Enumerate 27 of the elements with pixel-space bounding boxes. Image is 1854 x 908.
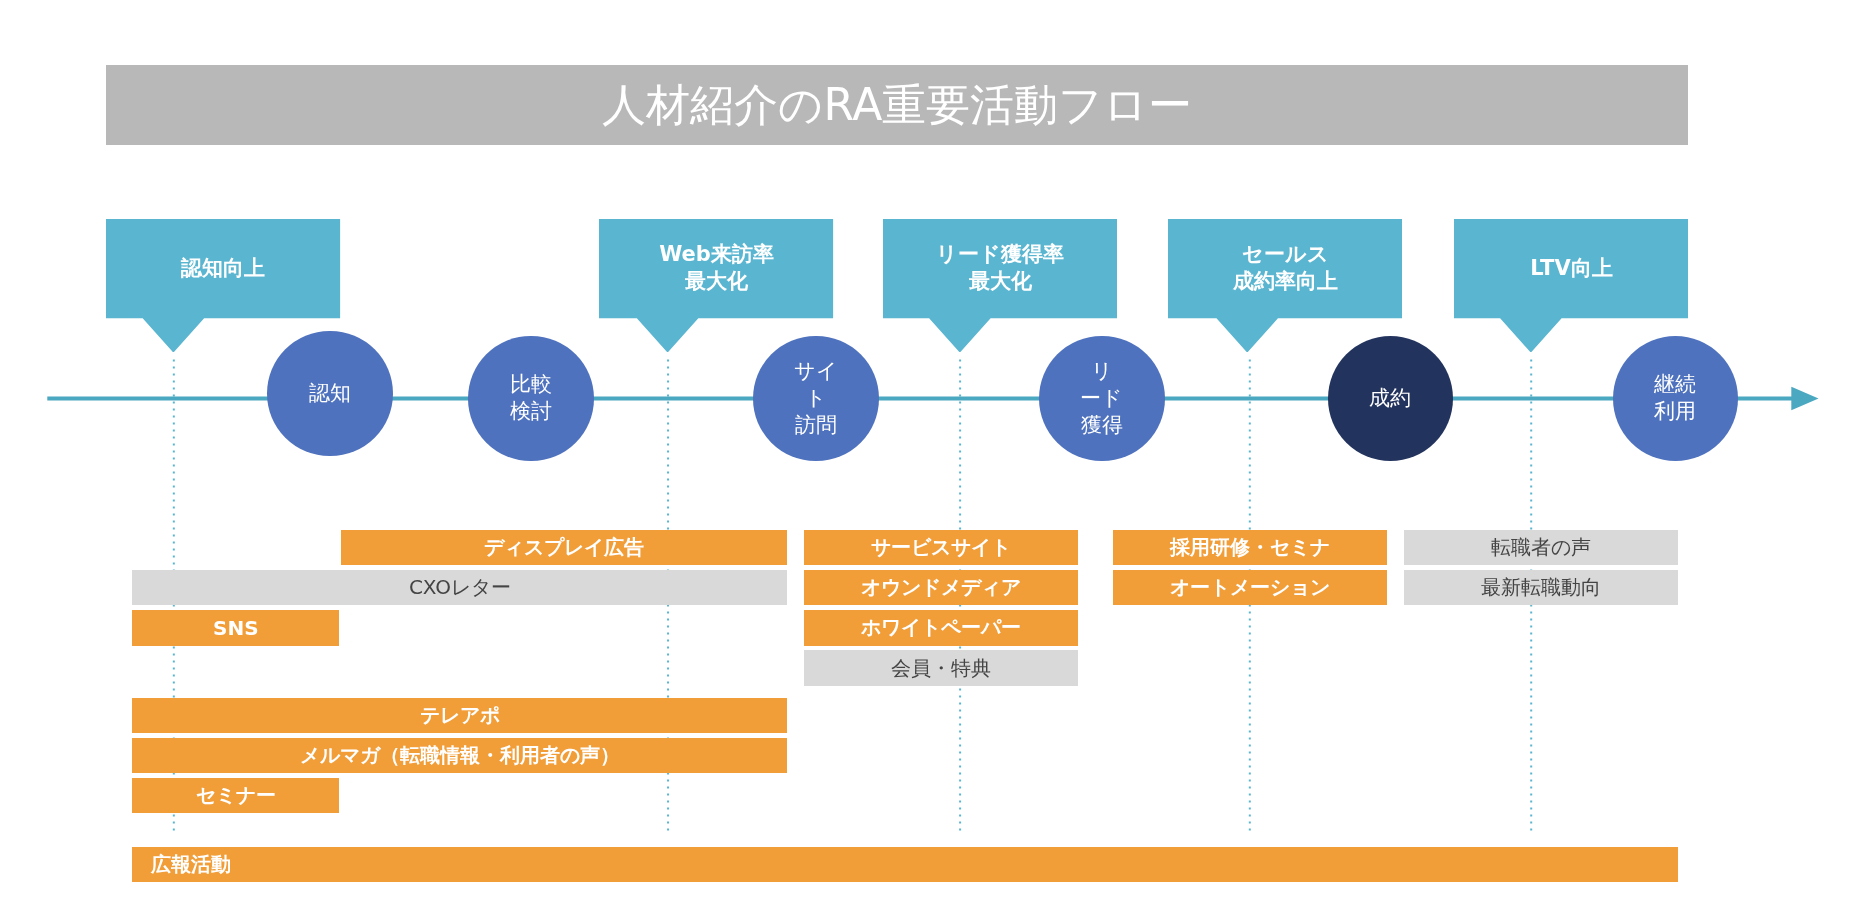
activity-bar: 採用研修・セミナ (1112, 529, 1387, 566)
callout-box: リード獲得率最大化 (883, 218, 1118, 353)
activity-bar: 転職者の声 (1403, 529, 1678, 566)
activity-bar: メルマガ（転職情報・利用者の声） (132, 737, 788, 774)
stage-circle: サイト訪問 (753, 335, 879, 462)
activity-bar: サービスサイト (804, 529, 1079, 566)
stage-circle: 比較検討 (468, 335, 594, 462)
stage-circle: 成約 (1327, 335, 1454, 462)
stage-circle: 認知 (267, 331, 393, 457)
callout-box: Web来訪率最大化 (599, 218, 834, 353)
activity-bar: オートメーション (1112, 569, 1387, 606)
activity-bar: テレアポ (132, 697, 788, 734)
activity-bar: ホワイトペーパー (804, 610, 1079, 646)
activity-bar: セミナー (132, 778, 340, 814)
activity-bar: ディスプレイ広告 (340, 529, 788, 566)
activity-bar: CXOレター (132, 569, 788, 606)
callout-box: LTV向上 (1454, 218, 1689, 353)
title-bar: 人材紹介のRA重要活動フロー (106, 65, 1689, 146)
activity-bar: オウンドメディア (804, 569, 1079, 606)
stage-circle: 継続利用 (1612, 335, 1739, 462)
activity-bar: 広報活動 (132, 846, 1678, 883)
activity-bar: 会員・特典 (804, 650, 1079, 686)
activity-bar: 最新転職動向 (1403, 569, 1678, 606)
callout-box: 認知向上 (106, 218, 341, 353)
stage-circle: リード獲得 (1039, 335, 1165, 462)
activity-bar: SNS (132, 610, 340, 646)
callout-box: セールス成約率向上 (1168, 218, 1403, 353)
